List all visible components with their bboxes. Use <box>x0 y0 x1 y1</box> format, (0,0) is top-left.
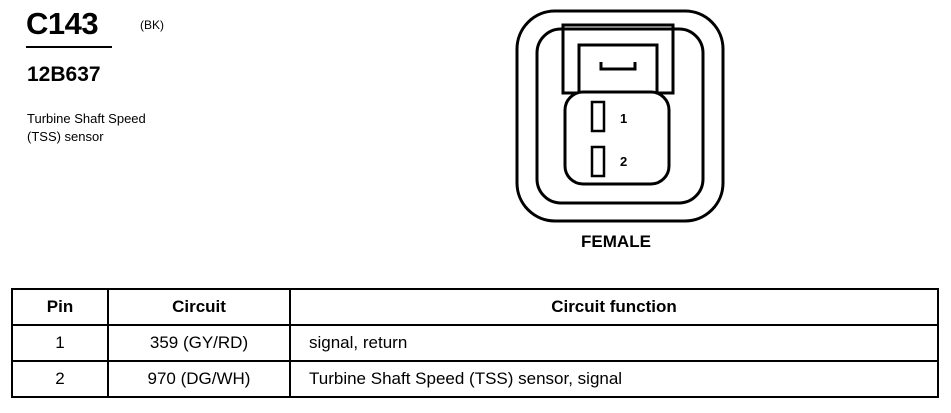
connector-id: C143 <box>26 6 99 41</box>
cell-pin: 1 <box>11 324 109 362</box>
connector-id-underline <box>26 46 112 48</box>
header-circuit: Circuit <box>107 288 291 326</box>
connector-face-diagram: 1 2 <box>515 9 725 223</box>
cell-circuit: 970 (DG/WH) <box>107 360 291 398</box>
connector-latch-notch <box>599 62 637 71</box>
connector-inner-shell <box>535 27 705 205</box>
connector-color-code: (BK) <box>140 18 164 32</box>
connector-gender-label: FEMALE <box>581 232 651 251</box>
connector-outer-shell <box>515 9 725 223</box>
pin-1-cavity <box>590 100 606 133</box>
table-row: 2 970 (DG/WH) Turbine Shaft Speed (TSS) … <box>11 360 939 398</box>
cell-pin: 2 <box>11 360 109 398</box>
pin-1-label: 1 <box>620 111 627 126</box>
pinout-table: Pin Circuit Circuit function 1 359 (GY/R… <box>11 288 939 398</box>
table-header-row: Pin Circuit Circuit function <box>11 288 939 326</box>
part-number: 12B637 <box>27 63 101 86</box>
cell-circuit-function: signal, return <box>289 324 939 362</box>
header-pin: Pin <box>11 288 109 326</box>
pin-2-cavity <box>590 145 606 178</box>
table-row: 1 359 (GY/RD) signal, return <box>11 324 939 362</box>
cell-circuit: 359 (GY/RD) <box>107 324 291 362</box>
connector-description: Turbine Shaft Speed (TSS) sensor <box>27 110 227 146</box>
cell-circuit-function: Turbine Shaft Speed (TSS) sensor, signal <box>289 360 939 398</box>
connector-pin-housing <box>563 90 671 186</box>
description-line-2: (TSS) sensor <box>27 129 104 144</box>
header-circuit-function: Circuit function <box>289 288 939 326</box>
description-line-1: Turbine Shaft Speed <box>27 111 146 126</box>
pin-2-label: 2 <box>620 154 627 169</box>
